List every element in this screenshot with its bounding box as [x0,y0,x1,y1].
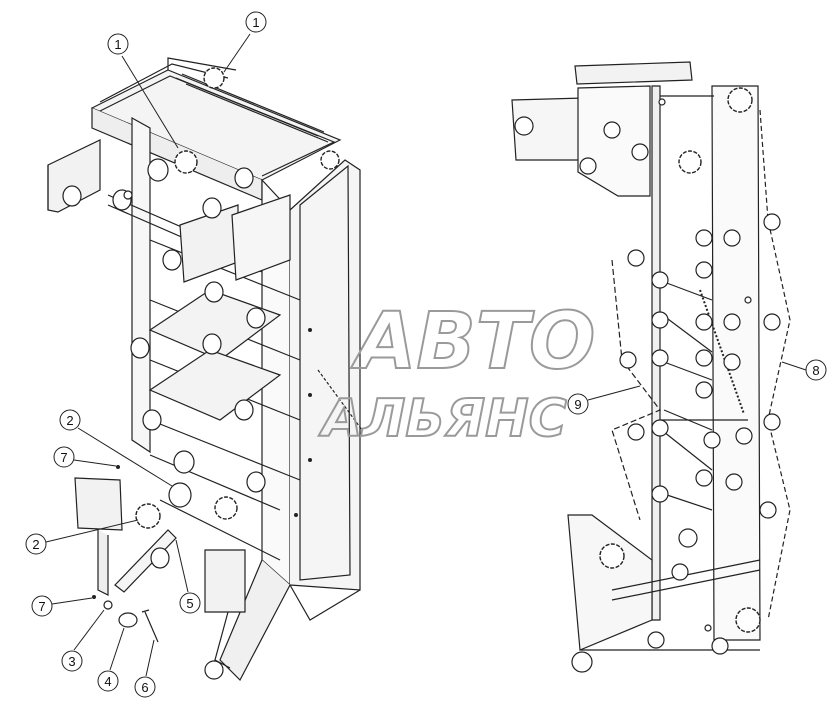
callout-5: 5 [179,592,201,614]
callout-6: 6 [134,676,156,698]
callout-3: 3 [61,650,83,672]
callout-7a-label: 7 [60,450,67,465]
callout-3-label: 3 [68,654,75,669]
callout-8-label: 8 [812,363,819,378]
callout-9: 9 [567,393,589,415]
callout-8: 8 [805,359,827,381]
callout-1a: 1 [245,11,267,33]
callout-7b-label: 7 [38,599,45,614]
right-frame-assembly [511,61,791,673]
callouts: 1 1 2 7 2 5 [25,11,827,698]
callout-4-label: 4 [104,674,111,689]
left-frame-assembly [47,57,363,682]
watermark: АВТО АЛЬЯНС [317,296,596,450]
callout-4: 4 [97,670,119,692]
callout-1b-label: 1 [114,37,121,52]
callout-2a: 2 [59,409,81,431]
callout-9-label: 9 [574,397,581,412]
callout-2b-label: 2 [32,537,39,552]
watermark-line2: АЛЬЯНС [318,389,567,449]
callout-2a-label: 2 [66,413,73,428]
callout-1a-label: 1 [252,15,259,30]
watermark-line1: АВТО [350,297,595,387]
callout-5-label: 5 [186,596,193,611]
callout-1b: 1 [107,33,129,55]
callout-7b: 7 [31,595,53,617]
callout-6-label: 6 [141,680,148,695]
callout-2b: 2 [25,533,47,555]
callout-7a: 7 [53,446,75,468]
